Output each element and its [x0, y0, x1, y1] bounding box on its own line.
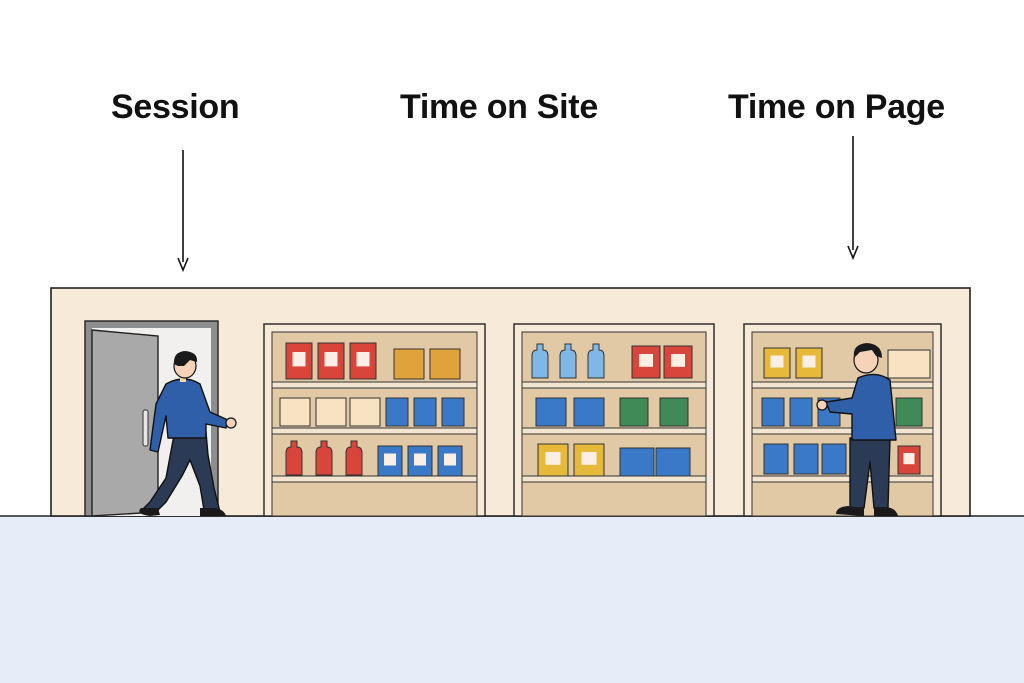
label-session: Session [111, 88, 240, 126]
product-bottle [531, 343, 549, 379]
product-box [821, 443, 847, 475]
product-box [895, 397, 923, 427]
product-box [887, 349, 931, 379]
product-bottle [587, 343, 605, 379]
arrow-time-on-page-icon [847, 136, 859, 261]
label-time-on-site: Time on Site [400, 88, 598, 126]
product-box [535, 397, 567, 427]
product-box [659, 397, 689, 427]
product-box [619, 397, 649, 427]
product-box [393, 348, 425, 380]
product-box [413, 397, 437, 427]
product-box [349, 397, 381, 427]
product-box [315, 397, 347, 427]
label-time-on-page: Time on Page [728, 88, 945, 126]
person-walking-icon [139, 351, 237, 516]
product-bottle [345, 440, 363, 476]
shelving [263, 323, 942, 517]
product-box [619, 447, 655, 477]
product-box [795, 347, 823, 379]
person-browsing-icon [816, 343, 898, 516]
product-box [385, 397, 409, 427]
product-box [573, 397, 605, 427]
product-box [441, 397, 465, 427]
product-bottle [559, 343, 577, 379]
product-bottle [315, 440, 333, 476]
product-box [655, 447, 691, 477]
product-box [279, 397, 311, 427]
arrow-session-icon [177, 150, 189, 273]
product-box [793, 443, 819, 475]
product-box [789, 397, 813, 427]
product-bottle [285, 440, 303, 476]
product-box [761, 397, 785, 427]
floor [0, 516, 1024, 683]
product-box [429, 348, 461, 380]
product-box [763, 443, 789, 475]
